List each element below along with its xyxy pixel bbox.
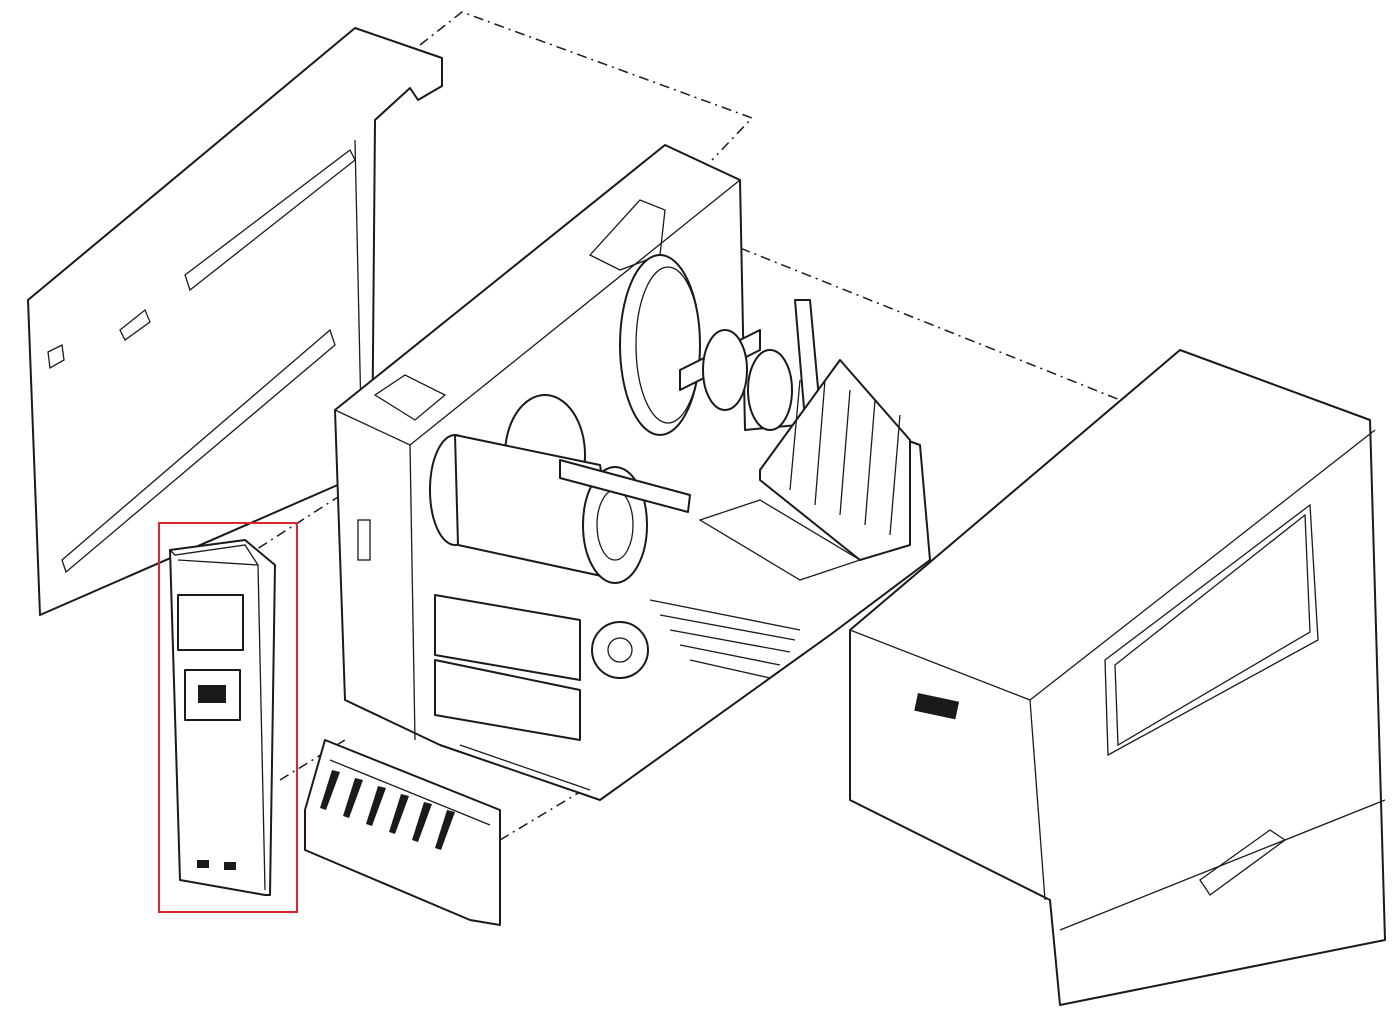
front-lower-cover bbox=[304, 739, 501, 926]
highlight-box bbox=[158, 522, 298, 913]
front-control-panel bbox=[169, 539, 276, 896]
printer-chassis bbox=[334, 144, 931, 801]
right-top-cover bbox=[849, 349, 1386, 1006]
